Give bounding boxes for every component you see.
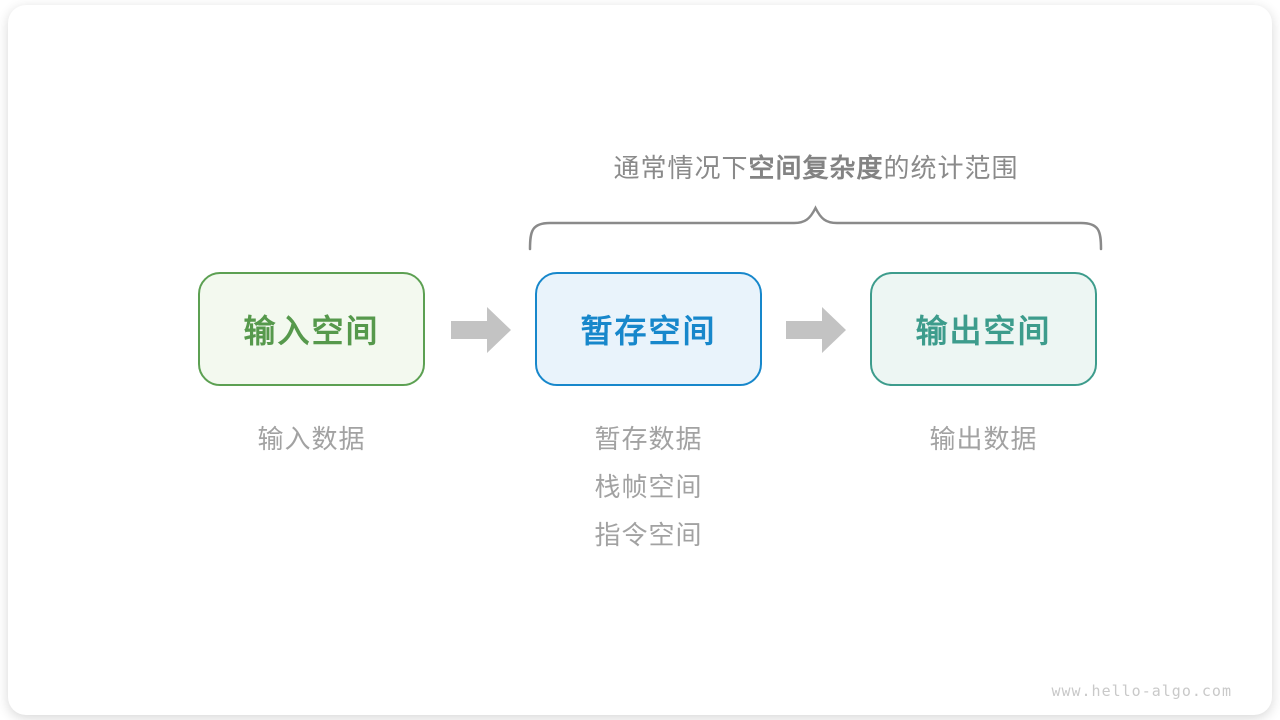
temp-sublabels: 暂存数据 栈帧空间 指令空间 (535, 415, 762, 559)
curly-brace-top-icon (528, 205, 1103, 251)
sublabel-stack-frame-space: 栈帧空间 (594, 472, 703, 502)
watermark: www.hello-algo.com (1051, 682, 1232, 700)
title-prefix: 通常情况下 (613, 153, 749, 183)
output-space-label: 输出空间 (915, 313, 1052, 349)
arrow-right-icon (786, 307, 846, 353)
output-sublabels: 输出数据 (870, 415, 1097, 463)
temp-space-box: 暂存空间 (535, 272, 762, 386)
output-space-box: 输出空间 (870, 272, 1097, 386)
input-sublabels: 输入数据 (198, 415, 425, 463)
temp-space-label: 暂存空间 (580, 313, 717, 349)
title-bold-term: 空间复杂度 (748, 153, 884, 183)
sublabel-input-data: 输入数据 (257, 424, 366, 454)
sublabel-temp-data: 暂存数据 (594, 424, 703, 454)
diagram-title: 通常情况下空间复杂度的统计范围 (531, 148, 1101, 185)
sublabel-output-data: 输出数据 (929, 424, 1038, 454)
sublabel-instruction-space: 指令空间 (594, 520, 703, 550)
input-space-label: 输入空间 (243, 313, 380, 349)
title-suffix: 的统计范围 (883, 153, 1019, 183)
diagram-card: 通常情况下空间复杂度的统计范围 输入空间 暂存空间 输出空间 输入数据 暂存数据 (8, 5, 1272, 715)
arrow-right-icon (451, 307, 511, 353)
input-space-box: 输入空间 (198, 272, 425, 386)
